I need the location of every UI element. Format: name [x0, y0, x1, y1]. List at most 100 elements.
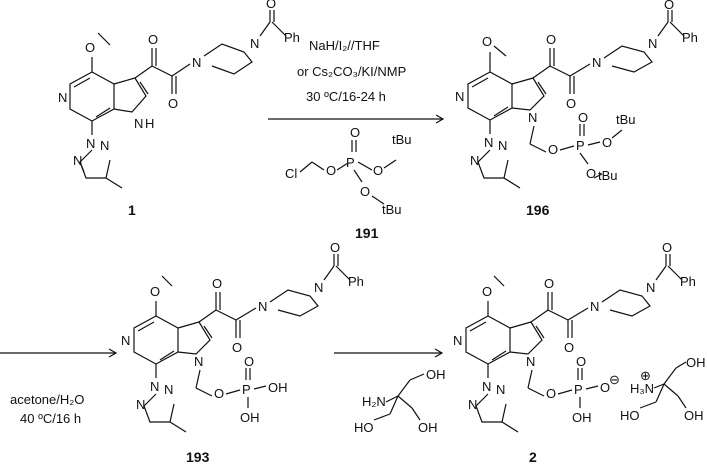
- atom-label: O: [212, 276, 222, 291]
- condition-step1-line2: or Cs₂CO₃/KI/NMP: [297, 64, 406, 79]
- atom-label: HO: [354, 420, 374, 435]
- compound-193-structure: O N N O O N N O Ph O P O OH: [121, 240, 364, 433]
- atom-label: OH: [572, 410, 592, 425]
- atom-label: H₂N: [362, 394, 386, 409]
- compound-2-structure: O N N O O N N O Ph O P O O: [453, 240, 706, 433]
- atom-label: O: [85, 40, 95, 55]
- atom-label: O: [546, 32, 556, 47]
- atom-label: tBu: [382, 202, 402, 217]
- atom-label: N: [194, 354, 203, 369]
- atom-label: O: [150, 284, 160, 299]
- atom-label: N: [192, 55, 201, 70]
- atom-label: O: [214, 386, 224, 401]
- atom-label: P: [576, 138, 585, 153]
- reaction-arrow-1: [268, 114, 445, 124]
- atom-label: N: [100, 138, 109, 153]
- atom-label: H₃N: [630, 381, 654, 396]
- atom-label: O: [546, 386, 556, 401]
- atom-label: O: [326, 163, 336, 178]
- atom-label: O: [576, 354, 586, 369]
- atom-label: N: [150, 379, 159, 394]
- atom-label: O: [566, 96, 576, 111]
- compound-191-label: 191: [355, 225, 379, 241]
- atom-label: OH: [684, 408, 704, 423]
- atom-label: O: [482, 284, 492, 299]
- atom-label: O: [330, 240, 340, 255]
- atom-label: N: [470, 153, 479, 168]
- atom-label: N: [482, 379, 491, 394]
- condition-step2-line2: 40 ºC/16 h: [20, 411, 81, 426]
- compound-1-structure: O N N H O O N N O Ph N N N: [58, 0, 300, 189]
- atom-label: Ph: [680, 274, 696, 289]
- atom-label: N: [468, 397, 477, 412]
- atom-label: N: [646, 280, 655, 295]
- atom-label: O: [266, 0, 276, 11]
- atom-label: Cl: [285, 166, 297, 181]
- atom-label: O: [662, 240, 672, 255]
- atom-label: OH: [686, 355, 706, 370]
- compound-1-label: 1: [128, 202, 136, 218]
- charge-plus: ⊕: [640, 368, 651, 383]
- atom-label: N: [134, 116, 143, 131]
- atom-label: N: [250, 36, 259, 51]
- condition-step2-line1: acetone/H₂O: [10, 392, 84, 407]
- reaction-arrow-2: [0, 348, 118, 358]
- atom-label: O: [544, 276, 554, 291]
- compound-196-label: 196: [526, 202, 550, 218]
- atom-label: tBu: [616, 112, 636, 127]
- atom-label: O: [482, 34, 492, 49]
- compound-191-structure: Cl O P O O tBu O tBu: [285, 125, 412, 217]
- atom-label: N: [496, 382, 505, 397]
- atom-label: O: [244, 354, 254, 369]
- condition-step1-line3: 30 ºC/16-24 h: [306, 89, 386, 104]
- atom-label: N: [164, 382, 173, 397]
- atom-label: O: [578, 110, 588, 125]
- atom-label: tBu: [598, 168, 618, 183]
- atom-label: N: [648, 36, 657, 51]
- atom-label: tBu: [392, 132, 412, 147]
- atom-label: P: [242, 382, 251, 397]
- atom-label: N: [73, 153, 82, 168]
- compound-2-label: 2: [529, 449, 537, 465]
- atom-label: O: [664, 0, 674, 12]
- atom-label: H: [145, 116, 154, 131]
- atom-label: Ph: [682, 30, 698, 45]
- atom-label: N: [455, 89, 464, 104]
- atom-label: N: [121, 333, 130, 348]
- atom-label: P: [346, 155, 355, 170]
- atom-label: O: [600, 380, 610, 395]
- atom-label: O: [350, 125, 360, 140]
- atom-label: O: [360, 184, 370, 199]
- atom-label: O: [232, 340, 242, 355]
- atom-label: O: [373, 163, 383, 178]
- atom-label: N: [258, 299, 267, 314]
- condition-step1-line1: NaH/I₂//THF: [309, 38, 380, 53]
- atom-label: O: [602, 135, 612, 150]
- atom-label: N: [590, 299, 599, 314]
- compound-193-label: 193: [186, 449, 210, 465]
- atom-label: N: [528, 110, 537, 125]
- atom-label: O: [564, 340, 574, 355]
- atom-label: O: [548, 142, 558, 157]
- charge-minus: ⊖: [609, 372, 620, 387]
- atom-label: N: [86, 136, 95, 151]
- atom-label: HO: [620, 408, 640, 423]
- atom-label: O: [148, 32, 158, 47]
- atom-label: N: [526, 354, 535, 369]
- atom-label: O: [586, 166, 596, 181]
- atom-label: N: [453, 333, 462, 348]
- atom-label: O: [168, 96, 178, 111]
- compound-196-structure: O N N O O N N O Ph O P O O: [455, 0, 698, 189]
- atom-label: N: [58, 90, 67, 105]
- atom-label: Ph: [284, 30, 300, 45]
- atom-label: OH: [240, 410, 260, 425]
- atom-label: N: [484, 135, 493, 150]
- reaction-arrow-3: [334, 348, 444, 358]
- tromethamine-structure: H₂N OH OH HO: [354, 367, 446, 435]
- atom-label: OH: [426, 367, 446, 382]
- atom-label: N: [592, 55, 601, 70]
- atom-label: P: [574, 382, 583, 397]
- atom-label: N: [314, 280, 323, 295]
- atom-label: Ph: [348, 274, 364, 289]
